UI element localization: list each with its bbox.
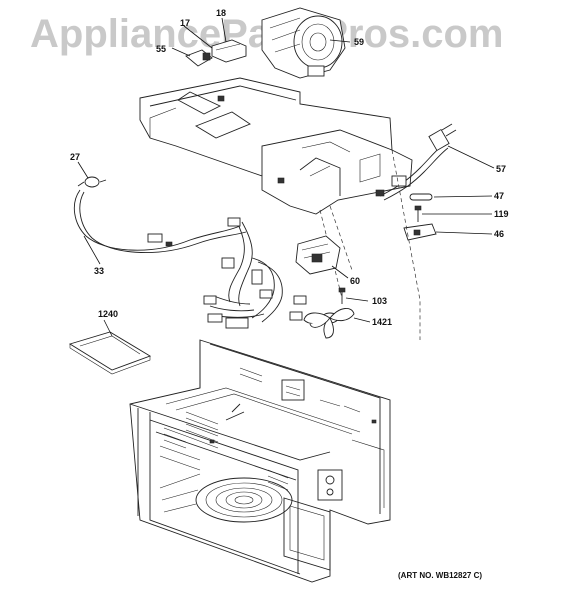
thermostat-part[interactable] — [77, 176, 107, 188]
lamp-part[interactable] — [185, 49, 213, 67]
oven-cavity-assembly — [129, 339, 391, 583]
callout-27: 27 — [70, 152, 81, 162]
screw-part[interactable] — [414, 205, 422, 222]
callout-1240: 1240 — [98, 309, 119, 319]
callout-1421: 1421 — [372, 317, 393, 327]
callout-33: 33 — [94, 266, 105, 276]
hinge-pin-part[interactable] — [409, 193, 433, 201]
fan-screw-part[interactable] — [338, 287, 346, 304]
leader-lines — [77, 17, 495, 337]
blower-motor-part[interactable] — [261, 7, 346, 79]
vent-grille — [163, 411, 289, 491]
callout-55: 55 — [156, 44, 167, 54]
alignment-line — [329, 205, 353, 271]
callout-46: 46 — [494, 229, 505, 239]
wire-harness-part[interactable] — [73, 189, 307, 329]
power-cord-part[interactable] — [375, 123, 457, 201]
callout-103: 103 — [372, 296, 388, 306]
fan-motor-part[interactable] — [295, 235, 341, 275]
callout-59: 59 — [354, 37, 365, 47]
callout-47: 47 — [494, 191, 505, 201]
thermal-cutout-part[interactable] — [211, 39, 247, 63]
callout-18: 18 — [216, 8, 227, 18]
callout-119: 119 — [494, 209, 509, 219]
fan-blade-part[interactable] — [303, 308, 355, 339]
callout-60: 60 — [350, 276, 361, 286]
art-number: (ART NO. WB12827 C) — [398, 571, 483, 580]
callout-17: 17 — [180, 18, 191, 28]
latch-bracket-part[interactable] — [403, 223, 437, 241]
charcoal-filter-part[interactable] — [68, 331, 152, 375]
alignment-line — [391, 149, 421, 340]
callout-57: 57 — [496, 164, 507, 174]
upper-duct-housing — [139, 77, 413, 215]
